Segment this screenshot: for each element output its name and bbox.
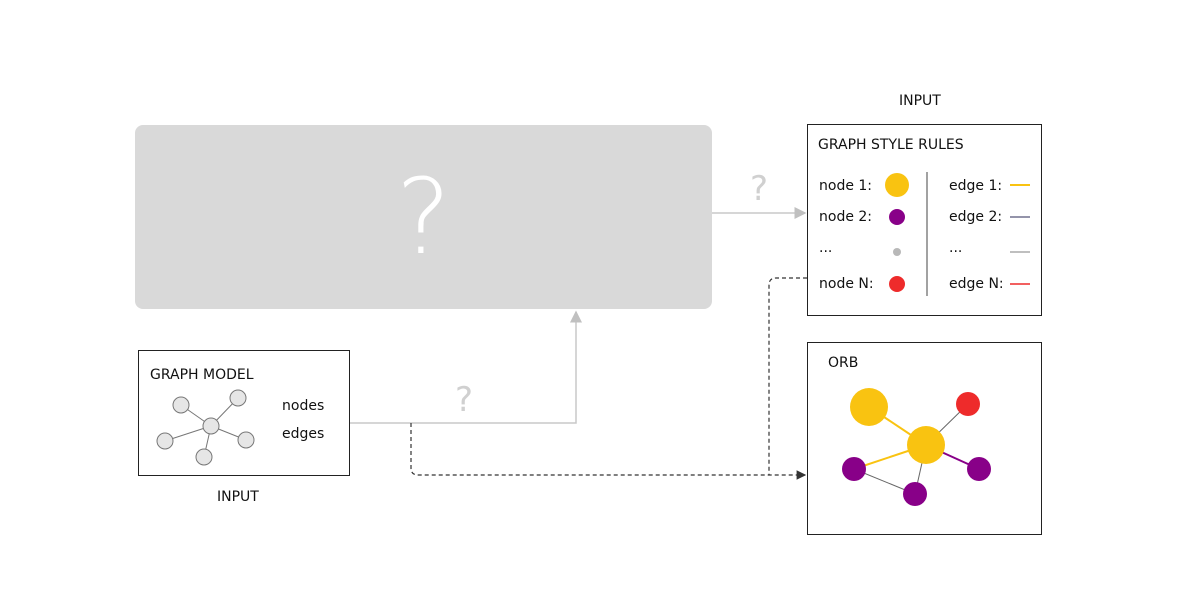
graph-model-title: GRAPH MODEL <box>150 367 254 383</box>
style-rules-title: GRAPH STYLE RULES <box>818 137 964 153</box>
graph-model-label-nodes: nodes <box>282 398 325 414</box>
edge-rule-label: ... <box>949 240 963 256</box>
orb-node <box>956 392 980 416</box>
graph-model-input-caption: INPUT <box>217 489 259 505</box>
unknown-process-box <box>135 125 712 309</box>
orb-box: ORB <box>807 342 1042 535</box>
node-ellipsis-swatch <box>893 248 901 256</box>
style-rules-swatches <box>885 172 1030 296</box>
orb-graph <box>842 388 991 506</box>
graph-style-rules-box: GRAPH STYLE RULES node 1: node 2: ... no… <box>807 124 1042 316</box>
graph-model-sketch <box>156 389 255 466</box>
style-link-question-mark: ? <box>750 169 769 209</box>
graph-model-box: GRAPH MODEL nodes edges <box>138 350 350 476</box>
node-rule-label: node 2: <box>819 209 873 225</box>
graph-model-label-edges: edges <box>282 426 325 442</box>
orb-node <box>850 388 888 426</box>
node-1-swatch <box>885 173 909 197</box>
model-link-question-mark: ? <box>455 380 474 420</box>
node-rule-label: ... <box>819 240 833 256</box>
edge-rule-label: edge N: <box>949 276 1004 292</box>
node-2-swatch <box>889 209 905 225</box>
edge-rule-label: edge 1: <box>949 178 1003 194</box>
dashed-model-to-orb <box>410 423 807 480</box>
orb-node <box>842 457 866 481</box>
style-rules-input-caption: INPUT <box>899 93 941 109</box>
orb-node <box>967 457 991 481</box>
orb-node <box>907 426 945 464</box>
unknown-process-question-mark: ? <box>395 156 452 278</box>
node-rule-label: node N: <box>819 276 874 292</box>
dashed-style-to-orb <box>768 277 807 475</box>
edge-rule-label: edge 2: <box>949 209 1003 225</box>
node-n-swatch <box>889 276 905 292</box>
arrow-model-to-process <box>348 310 582 424</box>
node-rule-label: node 1: <box>819 178 873 194</box>
orb-node <box>903 482 927 506</box>
orb-title: ORB <box>828 355 859 371</box>
